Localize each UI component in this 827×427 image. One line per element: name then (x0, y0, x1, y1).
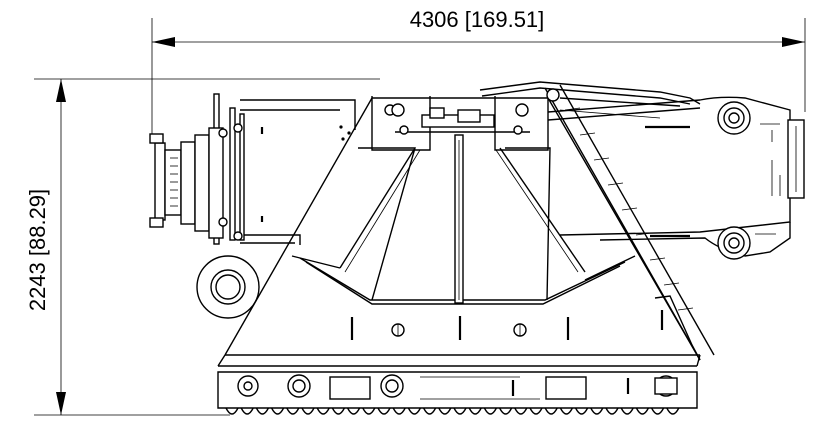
machine-body (149, 81, 805, 415)
rear-frame (213, 93, 356, 245)
track-shoe (270, 407, 285, 415)
track-shoe (346, 407, 361, 415)
track-shoe (559, 407, 574, 415)
width-arrow-left (152, 37, 175, 47)
boom-arm (479, 81, 805, 257)
track-shoe (635, 407, 650, 415)
track-shoe (498, 407, 513, 415)
track-shoe (666, 407, 680, 415)
track-shoe (362, 407, 376, 415)
track-shoes (225, 407, 680, 415)
track-shoe (301, 407, 315, 415)
track-shoe (514, 407, 528, 415)
rotary-head (149, 123, 243, 241)
track-shoe (529, 407, 543, 415)
track-shoe (574, 407, 589, 415)
access-ladder (544, 84, 715, 361)
track-shoe (407, 407, 422, 415)
track-shoe (316, 407, 330, 415)
track-shoe (225, 407, 239, 415)
track-shoe (605, 407, 619, 415)
lower-body (225, 103, 700, 356)
track-shoe (422, 407, 437, 415)
track-shoe (240, 407, 254, 415)
track-shoe (255, 407, 270, 415)
height-dimension: 2243 [88.29] (25, 78, 380, 416)
track-shoe (286, 407, 300, 415)
track-shoe (392, 407, 406, 415)
track-shoe (620, 407, 634, 415)
outer-housing (224, 96, 701, 361)
track-shoe (590, 407, 604, 415)
width-label: 4306 [169.51] (410, 7, 545, 32)
width-arrow-right (782, 37, 805, 47)
track-shoe (377, 407, 391, 415)
height-arrow-bottom (56, 392, 66, 415)
track-shoe (331, 407, 346, 415)
track-shoe (483, 407, 498, 415)
track-shoe (453, 407, 467, 415)
track-shoe (544, 407, 558, 415)
height-arrow-top (56, 79, 66, 102)
boom-pin-lower (717, 226, 751, 260)
crawler-track (217, 354, 701, 409)
track-shoe (468, 407, 482, 415)
width-dimension: 4306 [169.51] (151, 7, 806, 140)
track-shoe (438, 407, 452, 415)
boom-pin-upper (717, 101, 751, 135)
drum-wheel (196, 255, 260, 319)
track-shoe (650, 407, 665, 415)
height-label: 2243 [88.29] (25, 189, 50, 311)
